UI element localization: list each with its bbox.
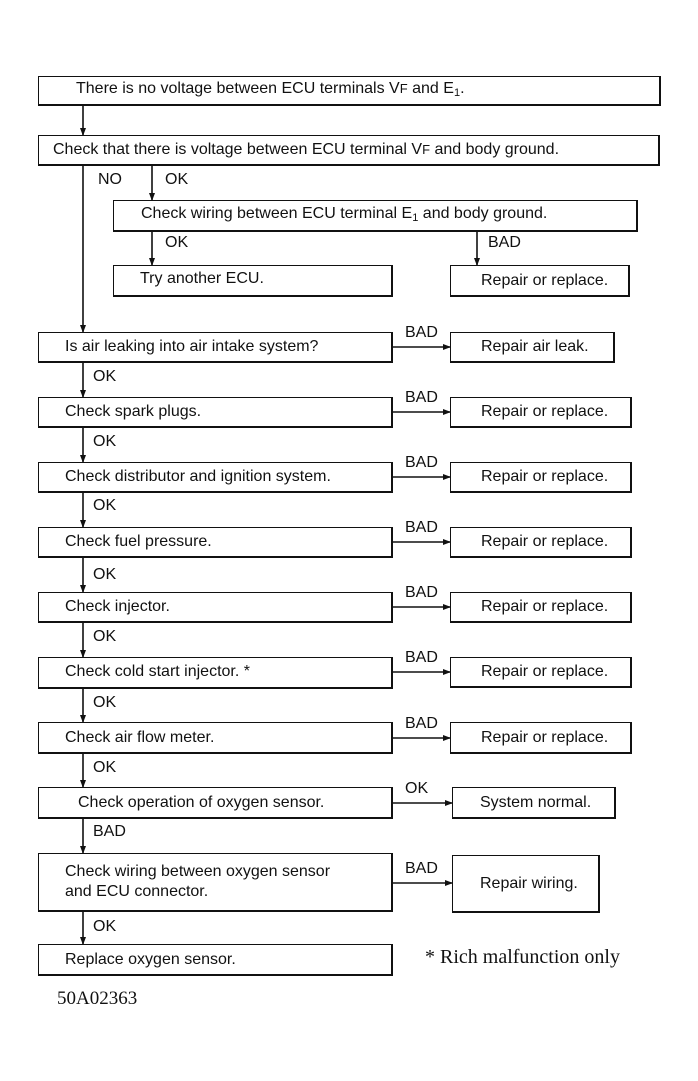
box-repair-fuel: Repair or replace. (450, 527, 632, 558)
figure-code: 50A02363 (57, 988, 138, 1009)
label-bad-dist: BAD (405, 454, 438, 471)
box-text: Repair air leak. (481, 338, 589, 355)
label-ok-cold: OK (93, 694, 117, 711)
label-bad-fuel: BAD (405, 519, 438, 536)
box-text: Repair or replace. (481, 663, 609, 680)
text-subscript: 1 (453, 86, 461, 99)
box-check-wiring-e1: Check wiring between ECU terminal E1 and… (113, 200, 638, 232)
box-repair-wiring: Repair wiring. (452, 855, 600, 913)
text-part: Check wiring between ECU terminal E (141, 204, 413, 222)
box-try-another-ecu: Try another ECU. (113, 265, 393, 297)
text-part: and body ground. (430, 141, 560, 158)
box-check-injector: Check injector. (38, 592, 393, 623)
box-repair-cold-start: Repair or replace. (450, 657, 632, 688)
box-text-line1: Check wiring between oxygen sensor (65, 863, 331, 880)
box-repair-injector: Repair or replace. (450, 592, 632, 623)
text-part: F (399, 80, 408, 96)
label-ok-o2: OK (405, 780, 429, 797)
label-bad-wiring: BAD (488, 234, 521, 251)
box-text: Check spark plugs. (65, 403, 202, 420)
text-part: There is no voltage between ECU terminal… (76, 79, 400, 97)
box-check-voltage-vf: Check that there is voltage between ECU … (38, 135, 660, 166)
box-repair-distributor: Repair or replace. (450, 462, 632, 493)
box-text: Repair or replace. (481, 533, 609, 550)
label-bad-afm: BAD (405, 715, 438, 732)
box-text: Replace oxygen sensor. (65, 950, 236, 968)
text-part: and body ground. (418, 204, 548, 222)
box-check-distributor: Check distributor and ignition system. (38, 462, 393, 493)
box-text: There is no voltage between ECU terminal… (76, 79, 465, 103)
box-repair-air-flow: Repair or replace. (450, 722, 632, 754)
label-bad-wiring-o2: BAD (405, 860, 438, 877)
text-part: and E (407, 79, 454, 97)
box-no-voltage-vf-e1: There is no voltage between ECU terminal… (38, 76, 661, 106)
text-part: F (422, 142, 431, 157)
text-part: Check that there is voltage between ECU … (53, 141, 423, 158)
box-text: Try another ECU. (140, 270, 264, 287)
box-check-fuel-pressure: Check fuel pressure. (38, 527, 393, 558)
box-repair-air-leak: Repair air leak. (450, 332, 615, 363)
box-check-air-flow-meter: Check air flow meter. (38, 722, 393, 754)
box-repair-or-replace-ecu: Repair or replace. (450, 265, 630, 297)
box-text: Check distributor and ignition system. (65, 468, 331, 485)
box-text: Repair or replace. (481, 271, 609, 289)
box-text: Repair wiring. (480, 874, 578, 892)
box-text: Check air flow meter. (65, 728, 215, 746)
box-check-spark-plugs: Check spark plugs. (38, 397, 393, 428)
label-bad-cold: BAD (405, 649, 438, 666)
label-bad-air: BAD (405, 324, 438, 341)
box-text: Check wiring between ECU terminal E1 and… (141, 204, 547, 228)
box-check-wiring-oxygen: Check wiring between oxygen sensor and E… (38, 853, 393, 912)
label-bad-spark: BAD (405, 389, 438, 406)
label-ok-wiring: OK (165, 234, 189, 251)
box-system-normal: System normal. (452, 787, 616, 819)
label-ok-afm: OK (93, 759, 117, 776)
label-ok-voltage: OK (165, 171, 189, 188)
box-text: Check injector. (65, 598, 170, 615)
box-text: Repair or replace. (481, 468, 609, 485)
box-air-leak-check: Is air leaking into air intake system? (38, 332, 393, 363)
box-text-line2: and ECU connector. (65, 883, 209, 900)
box-check-cold-start-injector: Check cold start injector. * (38, 657, 393, 689)
label-ok-fuel: OK (93, 566, 117, 583)
footnote-rich-malfunction: * Rich malfunction only (425, 946, 620, 968)
box-text: Repair or replace. (481, 403, 609, 420)
box-text: Check operation of oxygen sensor. (78, 793, 325, 811)
box-text: Check fuel pressure. (65, 533, 212, 550)
box-repair-spark: Repair or replace. (450, 397, 632, 428)
box-text: Check that there is voltage between ECU … (53, 140, 559, 160)
label-bad-o2: BAD (93, 823, 126, 840)
label-ok-air: OK (93, 368, 117, 385)
label-ok-dist: OK (93, 497, 117, 514)
box-text: Repair or replace. (481, 728, 609, 746)
box-text: Repair or replace. (481, 598, 609, 615)
label-ok-injector: OK (93, 628, 117, 645)
box-text: System normal. (480, 793, 592, 811)
box-text: Check cold start injector. * (65, 663, 250, 680)
box-text: Is air leaking into air intake system? (65, 338, 319, 355)
box-replace-oxygen-sensor: Replace oxygen sensor. (38, 944, 393, 976)
label-no: NO (98, 171, 122, 188)
label-ok-wiring-o2: OK (93, 918, 117, 935)
text-subscript: 1 (412, 211, 419, 224)
label-bad-injector: BAD (405, 584, 438, 601)
label-ok-spark: OK (93, 433, 117, 450)
box-check-oxygen-sensor: Check operation of oxygen sensor. (38, 787, 393, 819)
text-part: . (460, 79, 465, 97)
